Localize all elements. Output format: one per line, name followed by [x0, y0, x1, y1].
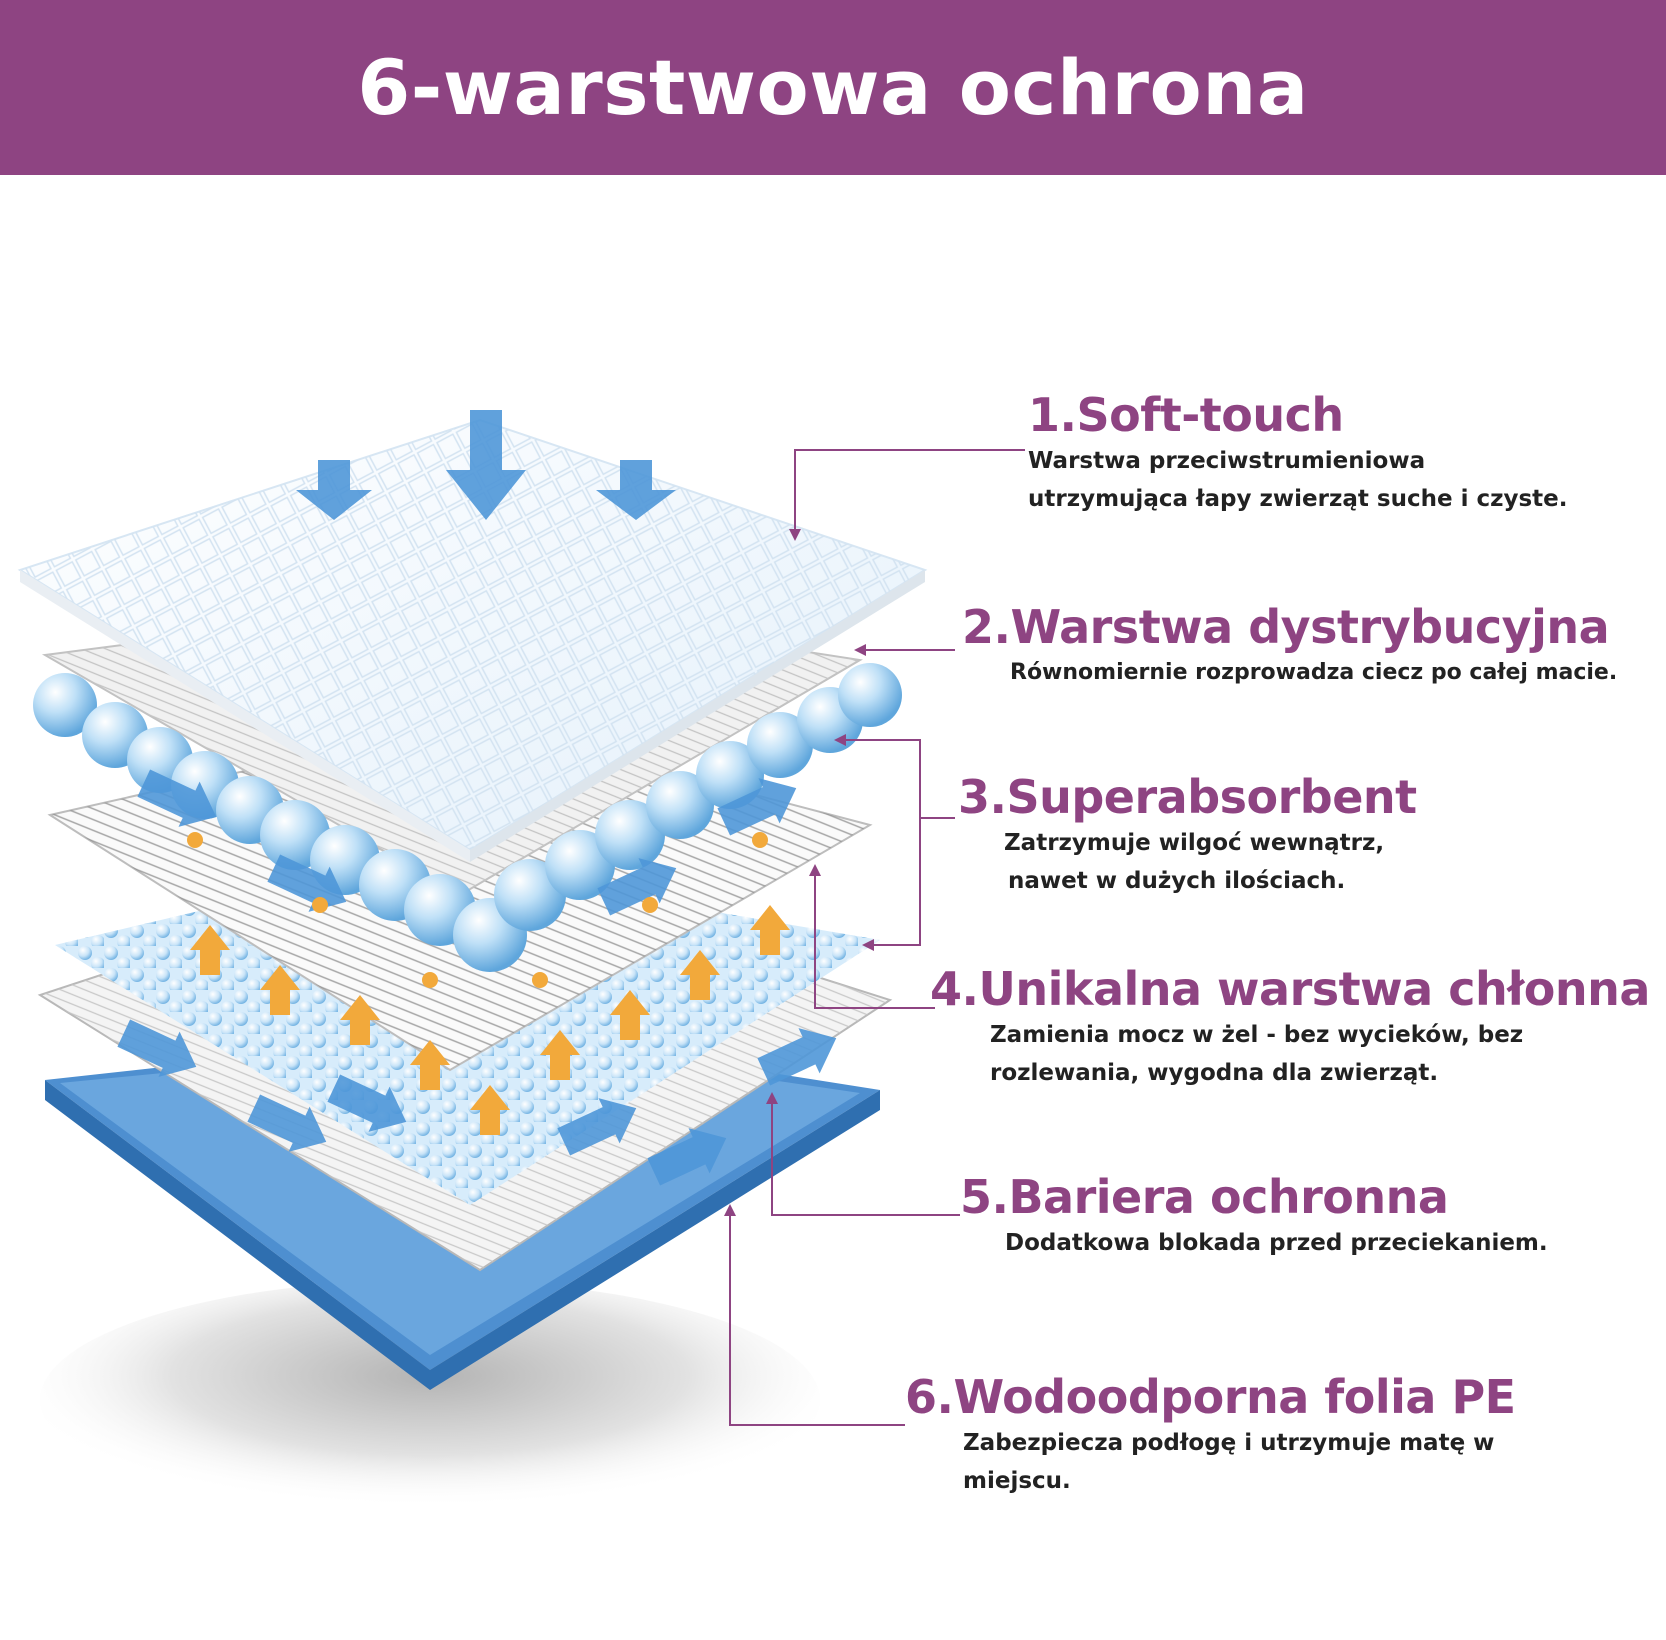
layer-2-title: 2.Warstwa dystrybucyjna: [962, 600, 1610, 654]
floor-shadow: [40, 1280, 820, 1520]
layer-6-title: 6.Wodoodporna folia PE: [905, 1370, 1516, 1424]
header-banner: 6-warstwowa ochrona: [0, 0, 1666, 175]
layers-illustration: [17, 410, 1025, 1520]
layer-4-desc-line-1: Zamienia mocz w żel - bez wycieków, bez: [990, 1022, 1524, 1048]
layer-1-desc-line-1: Warstwa przeciwstrumieniowa: [1028, 448, 1426, 474]
layer-3-label: 3.Superabsorbent Zatrzymuje wilgoć wewną…: [958, 770, 1417, 900]
layer-6-desc-line-2: miejscu.: [963, 1468, 1071, 1494]
flow-arrows-orange: [187, 832, 790, 1135]
layer-6-desc-line-1: Zabezpiecza podłogę i utrzymuje matę w: [963, 1430, 1495, 1456]
layer-4-label: 4.Unikalna warstwa chłonna Zamienia mocz…: [930, 962, 1650, 1092]
layer-3-title: 3.Superabsorbent: [958, 770, 1417, 824]
leader-lines: [724, 449, 1025, 1426]
page-title: 6-warstwowa ochrona: [357, 43, 1309, 132]
layer-3-desc-line-2: nawet w dużych ilościach.: [1008, 868, 1346, 894]
layer-2-desc-line-1: Równomiernie rozprowadza ciecz po całej …: [1010, 660, 1618, 685]
layer-1-label: 1.Soft-touch Warstwa przeciwstrumieniowa…: [1028, 388, 1568, 518]
superabsorbent-balls: [33, 663, 902, 972]
layer-4-desc-line-2: rozlewania, wygodna dla zwierząt.: [990, 1060, 1439, 1086]
layer-4-title: 4.Unikalna warstwa chłonna: [930, 962, 1650, 1016]
flow-arrows-blue: [117, 410, 837, 1186]
layer-2-label: 2.Warstwa dystrybucyjna Równomiernie roz…: [962, 600, 1617, 692]
layer-1-title: 1.Soft-touch: [1028, 388, 1344, 442]
layer-3-desc-line-1: Zatrzymuje wilgoć wewnątrz,: [1004, 830, 1385, 856]
layer-5-label: 5.Bariera ochronna Dodatkowa blokada prz…: [960, 1170, 1548, 1262]
layer-1-desc-line-2: utrzymująca łapy zwierząt suche i czyste…: [1028, 486, 1568, 512]
layer-5-title: 5.Bariera ochronna: [960, 1170, 1449, 1224]
layer-5-desc-line-1: Dodatkowa blokada przed przeciekaniem.: [1005, 1230, 1548, 1256]
layer-6-label: 6.Wodoodporna folia PE Zabezpiecza podło…: [905, 1370, 1516, 1500]
